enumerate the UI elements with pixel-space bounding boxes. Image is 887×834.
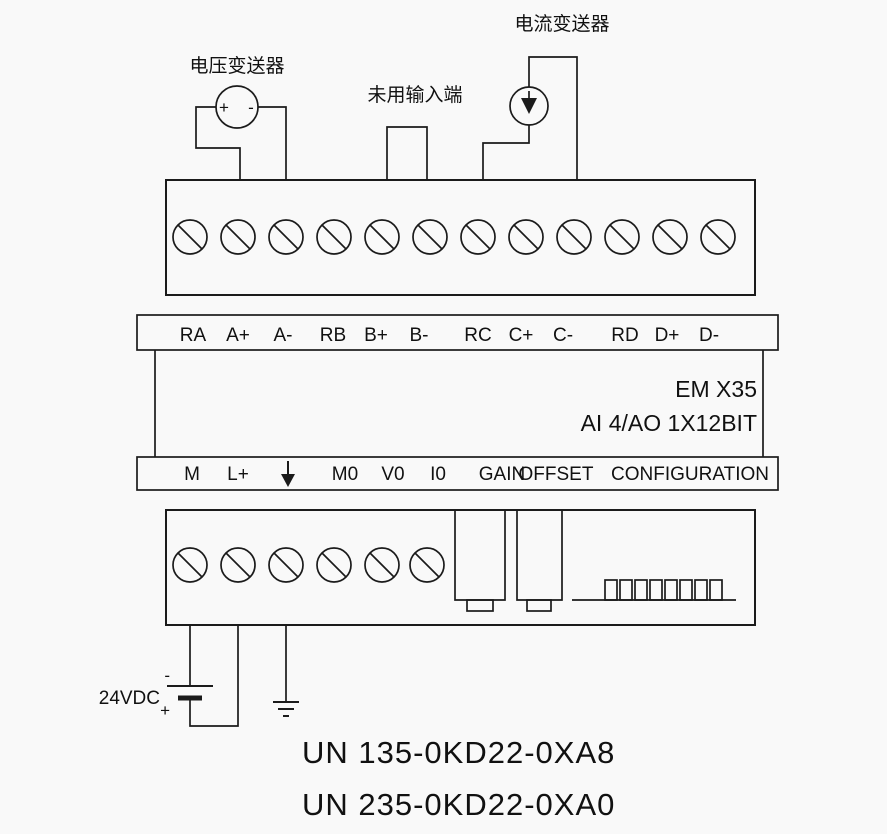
part-number-1: UN 135-0KD22-0XA8 — [302, 735, 615, 770]
top-strip-outline — [136, 314, 779, 351]
bottom-label-strip: M L+ M0 V0 I0 GAIN OFFSET CONFIGURATION — [136, 456, 779, 491]
terminal-label-i0: I0 — [430, 464, 446, 485]
bottom-strip-outline — [136, 456, 779, 491]
terminal-label-l-plus: L+ — [227, 464, 249, 485]
screw-terminal — [268, 219, 304, 255]
voltage-wire-left — [195, 106, 241, 180]
screw-terminal — [700, 219, 736, 255]
screw-terminal — [316, 219, 352, 255]
terminal-label-rb: RB — [320, 325, 346, 346]
terminal-label-b-plus: B+ — [364, 325, 388, 346]
terminal-label-configuration: CONFIGURATION — [611, 464, 769, 485]
screw-terminal — [652, 219, 688, 255]
power-label: 24VDC — [99, 688, 160, 709]
power-supply: 24VDC - + — [99, 625, 239, 727]
current-transmitter-label: 电流变送器 — [514, 13, 609, 35]
unused-input-jumper: 未用输入端 — [367, 84, 463, 180]
voltage-plus-sign: + — [219, 98, 229, 117]
module-body: EM X35 AI 4/AO 1X12BIT — [154, 350, 764, 457]
ground-symbol — [273, 625, 299, 717]
battery-minus-sign: - — [164, 666, 170, 685]
module-spec: AI 4/AO 1X12BIT — [581, 410, 757, 436]
screw-terminal — [556, 219, 592, 255]
screw-terminal — [508, 219, 544, 255]
terminal-label-c-plus: C+ — [509, 325, 534, 346]
screw-terminal — [220, 219, 256, 255]
voltage-transmitter-label: 电压变送器 — [189, 55, 284, 77]
screw-terminal — [409, 547, 445, 583]
calibration-connector-2 — [516, 510, 563, 612]
unused-input-label: 未用输入端 — [367, 84, 462, 106]
top-block-outline — [165, 179, 756, 296]
calibration-connector-1 — [454, 510, 506, 612]
screw-terminal — [316, 547, 352, 583]
screw-terminal — [172, 547, 208, 583]
battery-plus-sign: + — [160, 701, 170, 720]
bottom-terminal-block — [165, 509, 756, 626]
current-arrow-icon — [521, 98, 537, 114]
screw-terminal — [604, 219, 640, 255]
terminal-label-rc: RC — [464, 325, 491, 346]
power-wire-l-plus — [189, 625, 239, 727]
screw-terminal — [364, 219, 400, 255]
part-number-2: UN 235-0KD22-0XA0 — [302, 787, 615, 822]
terminal-label-a-plus: A+ — [226, 325, 250, 346]
current-transmitter: 电流变送器 — [482, 13, 610, 180]
terminal-label-a-minus: A- — [274, 325, 293, 346]
current-wire-right — [528, 56, 578, 180]
configuration-dip-switches — [572, 579, 736, 601]
part-numbers: UN 135-0KD22-0XA8 UN 235-0KD22-0XA0 — [302, 735, 615, 822]
screw-terminal — [172, 219, 208, 255]
terminal-label-v0: V0 — [381, 464, 404, 485]
module-model: EM X35 — [675, 376, 757, 402]
top-terminal-block — [165, 179, 756, 296]
screw-terminal — [268, 547, 304, 583]
terminal-label-m: M — [184, 464, 200, 485]
terminal-label-rd: RD — [611, 325, 638, 346]
terminal-label-ra: RA — [180, 325, 207, 346]
terminal-label-m0: M0 — [332, 464, 358, 485]
terminal-label-d-minus: D- — [699, 325, 719, 346]
screw-terminal — [412, 219, 448, 255]
voltage-transmitter: 电压变送器 + - — [189, 55, 287, 180]
ground-arrow-icon — [281, 461, 295, 487]
screw-terminal — [220, 547, 256, 583]
terminal-label-offset: OFFSET — [519, 464, 594, 485]
screw-terminal — [364, 547, 400, 583]
bottom-block-outline — [165, 509, 756, 626]
voltage-wire-right — [258, 106, 287, 180]
unused-input-wire — [386, 126, 428, 180]
terminal-label-c-minus: C- — [553, 325, 573, 346]
screw-terminal — [460, 219, 496, 255]
terminal-label-gain: GAIN — [479, 464, 525, 485]
current-wire-left — [482, 125, 530, 180]
voltage-minus-sign: - — [248, 98, 254, 117]
top-label-strip: RA A+ A- RB B+ B- RC C+ C- RD D+ D- — [136, 314, 779, 351]
terminal-label-d-plus: D+ — [655, 325, 680, 346]
terminal-label-b-minus: B- — [410, 325, 429, 346]
